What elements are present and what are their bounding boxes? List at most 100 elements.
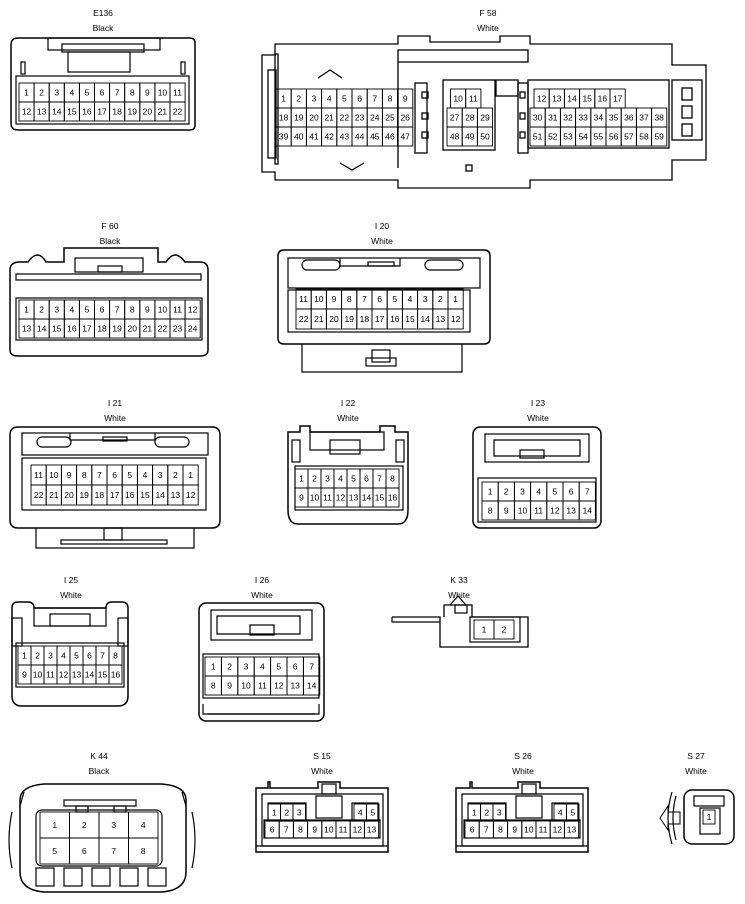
i20-pin-4: 4 — [408, 294, 413, 304]
i20-pin-1: 1 — [453, 294, 458, 304]
i20-color: White — [371, 236, 393, 246]
f58-pin-51: 51 — [533, 132, 543, 142]
f58-pin-7: 7 — [372, 94, 377, 104]
k44-pin-2: 2 — [82, 820, 87, 830]
s15-pin-1: 1 — [272, 808, 277, 818]
f60-pin-17: 17 — [82, 324, 92, 334]
e136-housing — [10, 37, 196, 131]
s26-pin-cell — [563, 820, 580, 839]
f58-pin-28: 28 — [465, 113, 475, 123]
i26-color: White — [251, 590, 273, 600]
i26-pin-6: 6 — [293, 662, 298, 672]
i25-pin-13: 13 — [72, 670, 82, 680]
i26-pin-13: 13 — [290, 681, 300, 691]
s15-housing — [255, 781, 389, 853]
e136-pin-10: 10 — [158, 88, 168, 98]
f58-pin-31: 31 — [548, 113, 558, 123]
e136-pin-cell — [169, 101, 186, 122]
f58-pin-29: 29 — [480, 113, 490, 123]
i22-pin-16: 16 — [388, 493, 398, 503]
i21-housing — [9, 426, 221, 549]
i21-pin-10: 10 — [49, 470, 59, 480]
s26-pin-11: 11 — [539, 825, 548, 835]
i21-pin-16: 16 — [125, 490, 135, 500]
s15-pin-5: 5 — [370, 808, 375, 818]
i26-pin-10: 10 — [241, 681, 251, 691]
f60-pin-13: 13 — [22, 324, 32, 334]
f58-pin-54: 54 — [578, 132, 588, 142]
f58-pin-41: 41 — [309, 132, 319, 142]
f60-pin-4: 4 — [69, 305, 74, 315]
i26-pin-7: 7 — [309, 662, 314, 672]
i20-pin-8: 8 — [347, 294, 352, 304]
i25-pin-14: 14 — [85, 670, 95, 680]
i23-pin-5: 5 — [553, 487, 558, 497]
f60-pin-6: 6 — [100, 305, 105, 315]
e136-pin-20: 20 — [143, 107, 153, 117]
s27-name: S 27 — [687, 751, 705, 761]
f60-pin-12: 12 — [188, 305, 198, 315]
i23-name: I 23 — [530, 398, 546, 408]
i23-pin-12: 12 — [550, 506, 560, 516]
i22-color: White — [337, 413, 359, 423]
e136-pin-17: 17 — [97, 107, 107, 117]
i21-pin-15: 15 — [140, 490, 150, 500]
f58-pin-57: 57 — [624, 132, 634, 142]
i26-pin-2: 2 — [227, 662, 232, 672]
f58-pin-45: 45 — [370, 132, 380, 142]
f58-pin-39: 39 — [279, 132, 289, 142]
i25-name: I 25 — [63, 575, 79, 585]
f58-pin-55: 55 — [594, 132, 604, 142]
i20-pin-22: 22 — [299, 314, 309, 324]
i25-pin-3: 3 — [48, 651, 53, 661]
i21-pin-13: 13 — [171, 490, 181, 500]
i21-pin-18: 18 — [95, 490, 105, 500]
f60-pin-16: 16 — [67, 324, 77, 334]
e136-pin-4: 4 — [69, 88, 74, 98]
f58-pin-10: 10 — [453, 94, 463, 104]
k44-color: Black — [88, 766, 110, 776]
f58-pin-30: 30 — [533, 113, 543, 123]
f58-pin-58: 58 — [639, 132, 649, 142]
e136-pin-19: 19 — [128, 107, 138, 117]
i25-pin-10: 10 — [33, 670, 43, 680]
e136-pin-16: 16 — [82, 107, 92, 117]
i25-pin-2: 2 — [35, 651, 40, 661]
i20-pin-cell — [447, 308, 464, 330]
k44-pin-3: 3 — [111, 820, 116, 830]
i20-pin-12: 12 — [451, 314, 461, 324]
i22-pin-9: 9 — [299, 493, 304, 503]
f58-pin-43: 43 — [340, 132, 350, 142]
f60-pin-2: 2 — [39, 305, 44, 315]
i23-pin-cell — [578, 500, 596, 521]
f58-color: White — [477, 23, 499, 33]
e136-color: Black — [92, 23, 114, 33]
f58-pin-24: 24 — [370, 113, 380, 123]
f60-pin-8: 8 — [130, 305, 135, 315]
k33-pin-cell — [493, 619, 515, 640]
i22-pin-4: 4 — [338, 474, 343, 484]
f58-pin-3: 3 — [312, 94, 317, 104]
f58-pin-53: 53 — [563, 132, 573, 142]
s15-pin-9: 9 — [312, 825, 317, 835]
i21-color: White — [104, 413, 126, 423]
f58-pin-38: 38 — [654, 113, 664, 123]
f60-pin-9: 9 — [145, 305, 150, 315]
f58-pin-44: 44 — [355, 132, 365, 142]
e136-pin-5: 5 — [85, 88, 90, 98]
k44-name: K 44 — [90, 751, 108, 761]
k44-pin-4: 4 — [141, 820, 146, 830]
i21-pin-11: 11 — [34, 470, 43, 480]
i23-pin-8: 8 — [488, 506, 493, 516]
i21-pin-4: 4 — [143, 470, 148, 480]
i25-pin-7: 7 — [100, 651, 105, 661]
f60-pin-cell — [184, 318, 201, 339]
e136-pin-12: 12 — [22, 107, 32, 117]
i25-pin-6: 6 — [87, 651, 92, 661]
k44-pin-cell — [128, 837, 159, 865]
f60-pin-14: 14 — [37, 324, 47, 334]
s26-pin-7: 7 — [484, 825, 489, 835]
i22-pin-cell — [385, 487, 400, 508]
e136-pin-11: 11 — [173, 88, 182, 98]
f58-pin-17: 17 — [613, 94, 623, 104]
